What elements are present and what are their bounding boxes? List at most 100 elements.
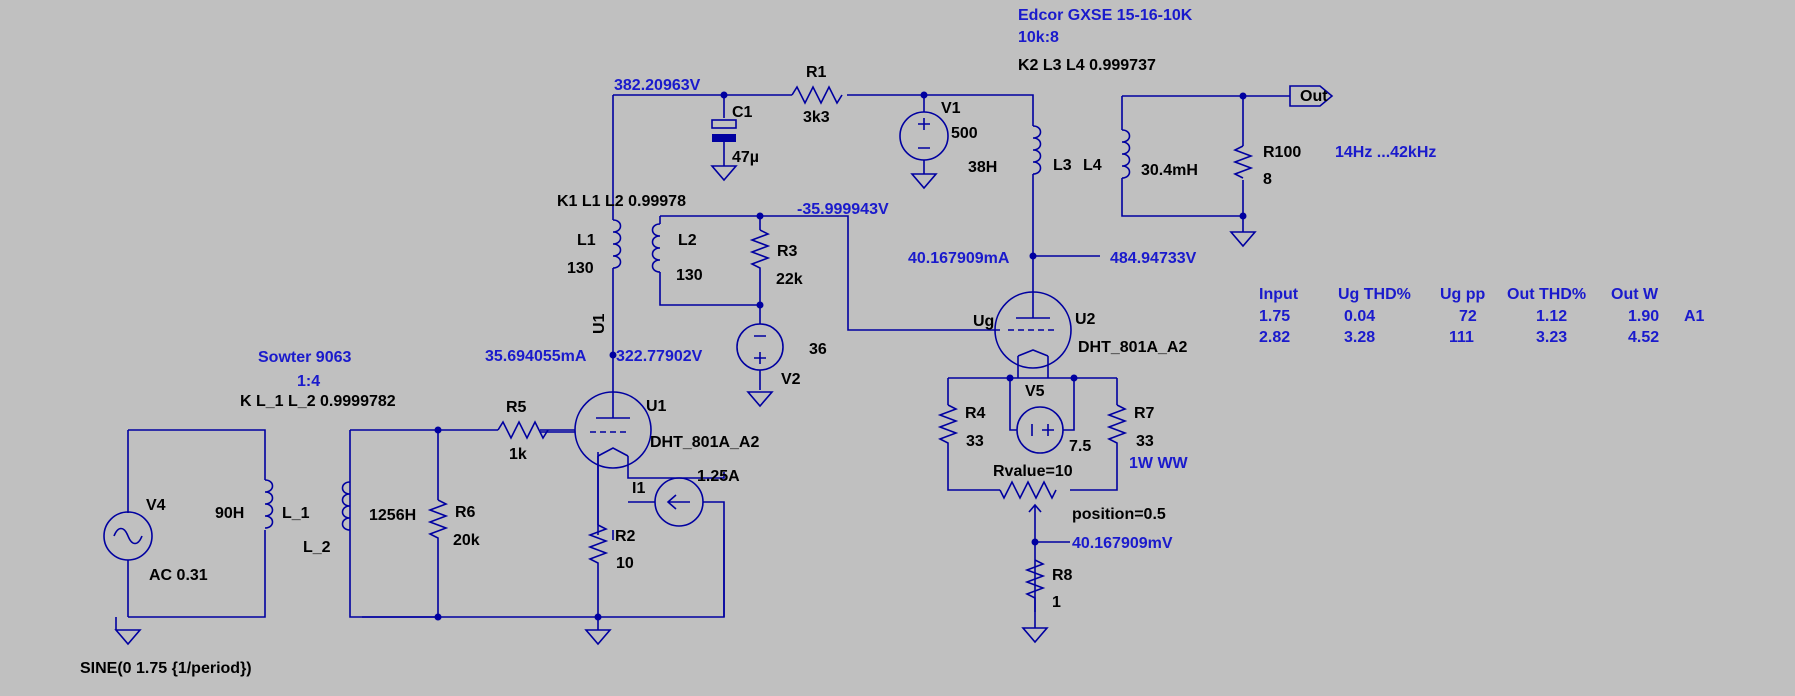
- table-cell: 0.04: [1344, 308, 1375, 325]
- l4-value: 30.4mH: [1141, 162, 1198, 179]
- mid-transformer-coupling: K1 L1 L2 0.99978: [557, 193, 686, 210]
- l_2-value: 1256H: [369, 507, 416, 524]
- output-wires: [1121, 95, 1244, 217]
- u2-grid-label: Ug: [973, 313, 994, 330]
- v5-voltage-source: [1016, 406, 1064, 454]
- r5-label: R5: [506, 399, 527, 416]
- v2-value: 36: [809, 341, 827, 358]
- out-transformer-ratio: 10k:8: [1018, 29, 1059, 46]
- table-header-ug-thd: Ug THD%: [1338, 286, 1411, 303]
- junction: [720, 91, 728, 99]
- v1-voltage-source: [899, 111, 949, 161]
- l_1-label: L_1: [282, 505, 310, 522]
- l_2-label: L_2: [303, 539, 331, 556]
- l_2-inductor: [341, 481, 351, 531]
- r2-value: 10: [616, 555, 634, 572]
- u2-plate-voltage: 484.94733V: [1110, 250, 1197, 267]
- r4-resistor: [937, 404, 1000, 491]
- l3-inductor: [1032, 125, 1042, 175]
- row-tag: A1: [1684, 308, 1705, 325]
- cathode-voltage: 40.167909mV: [1072, 535, 1173, 552]
- r3-value: 22k: [776, 271, 803, 288]
- table-cell: 3.28: [1344, 329, 1375, 346]
- in-transformer-ratio: 1:4: [297, 373, 320, 390]
- pot-rvalue: Rvalue=10: [993, 463, 1073, 480]
- r5-resistor: [497, 420, 549, 440]
- v5-value: 7.5: [1069, 438, 1091, 455]
- r7-value: 33: [1136, 433, 1154, 450]
- v1-label: V1: [941, 100, 961, 117]
- l1-label: L1: [577, 232, 596, 249]
- u2-model: DHT_801A_A2: [1078, 339, 1187, 356]
- table-cell: 3.23: [1536, 329, 1567, 346]
- l4-label: L4: [1083, 157, 1102, 174]
- v4-sine-source: [103, 511, 153, 561]
- r100-resistor: [1232, 145, 1254, 179]
- out-transformer-name: Edcor GXSE 15-16-10K: [1018, 7, 1193, 24]
- r1-resistor: [791, 85, 843, 105]
- c1-label: C1: [732, 104, 753, 121]
- l2-inductor: [651, 223, 661, 273]
- ground-icon: [1229, 216, 1257, 248]
- table-header-out-w: Out W: [1611, 286, 1659, 303]
- r6-label: R6: [455, 504, 476, 521]
- u1-current: 35.694055mA: [485, 348, 587, 365]
- v2-voltage-source: [736, 323, 784, 371]
- ground-icon: [746, 391, 774, 408]
- table-cell: 111: [1449, 329, 1474, 346]
- r4-label: R4: [965, 405, 986, 422]
- table-cell: 1.12: [1536, 308, 1567, 325]
- l2-value: 130: [676, 267, 703, 284]
- freq-note: 14Hz ...42kHz: [1335, 144, 1436, 161]
- r7-note: 1W WW: [1129, 455, 1189, 472]
- u1-label: U1: [646, 398, 667, 415]
- r5-value: 1k: [509, 446, 527, 463]
- u2-tube: [994, 291, 1072, 378]
- v1-value: 500: [951, 125, 978, 142]
- ground-icon: [710, 165, 738, 182]
- r2-label: R2: [615, 528, 636, 545]
- v5-label: V5: [1025, 383, 1045, 400]
- u1-model: DHT_801A_A2: [650, 434, 759, 451]
- out-transformer-coupling: K2 L3 L4 0.999737: [1018, 57, 1156, 74]
- l2-label: L2: [678, 232, 697, 249]
- in-transformer-coupling: K L_1 L_2 0.9999782: [240, 393, 396, 410]
- l_1-inductor: [264, 479, 274, 529]
- table-cell: 1.75: [1259, 308, 1290, 325]
- v4-label: V4: [146, 497, 166, 514]
- r7-label: R7: [1134, 405, 1155, 422]
- table-cell: 72: [1459, 308, 1477, 325]
- i1-value: 1.25A: [697, 468, 740, 485]
- u1-rotated-label: U1: [591, 313, 608, 334]
- u2-label: U2: [1075, 311, 1096, 328]
- v4-value: AC 0.31: [149, 567, 208, 584]
- r3-resistor: [749, 229, 771, 297]
- table-header-out-thd: Out THD%: [1507, 286, 1586, 303]
- ground-icon: [584, 617, 612, 646]
- i1-label: I1: [632, 480, 645, 497]
- r1-label: R1: [806, 64, 827, 81]
- table-header-ug-pp: Ug pp: [1440, 286, 1486, 303]
- pot-resistor: [999, 480, 1057, 500]
- r4-value: 33: [966, 433, 984, 450]
- l4-inductor: [1121, 129, 1131, 179]
- junction: [920, 91, 928, 99]
- r8-value: 1: [1052, 594, 1061, 611]
- results-table: Input Ug THD% Ug pp Out THD% Out W 1.75 …: [1259, 286, 1705, 346]
- r3-label: R3: [777, 243, 798, 260]
- ground-icon: [114, 617, 142, 646]
- v4-sine: SINE(0 1.75 {1/period}): [80, 660, 252, 677]
- r8-resistor: [1024, 559, 1046, 628]
- grid-bias-voltage: -35.999943V: [797, 201, 889, 218]
- l1-inductor: [612, 219, 622, 269]
- out-label: Out: [1300, 88, 1328, 105]
- table-header-input: Input: [1259, 286, 1299, 303]
- r6-value: 20k: [453, 532, 480, 549]
- i1-current-source: [654, 477, 704, 527]
- u2-current: 40.167909mA: [908, 250, 1010, 267]
- r8-label: R8: [1052, 567, 1073, 584]
- out-port: [1243, 85, 1334, 107]
- u1-plate-voltage: 322.77902V: [616, 348, 703, 365]
- l3-label: L3: [1053, 157, 1072, 174]
